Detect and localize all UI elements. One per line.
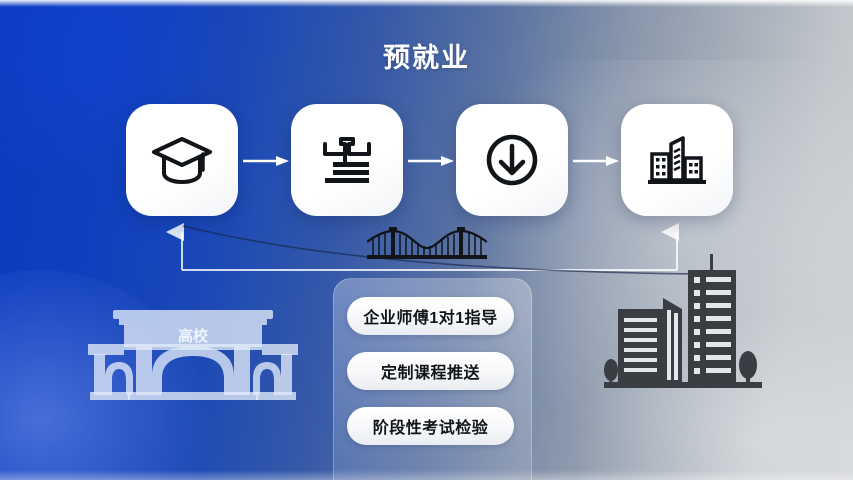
graduation-cap-icon — [152, 137, 212, 184]
step-card-3[interactable] — [456, 104, 568, 216]
step-card-4[interactable] — [621, 104, 733, 216]
suspension-bridge-icon — [367, 227, 487, 259]
gate-sign-text: 高校 — [178, 327, 209, 345]
arrow-right-icon-3 — [573, 156, 619, 166]
university-gate-icon: 高校 — [88, 310, 298, 400]
page-title: 预就业 — [383, 43, 470, 73]
arrow-right-icon-2 — [408, 156, 454, 166]
stamp-document-icon — [323, 137, 371, 183]
city-skyline-icon — [604, 254, 762, 388]
step-card-2[interactable] — [291, 104, 403, 216]
feature-pill-3[interactable]: 阶段性考试检验 — [347, 407, 514, 445]
feature-pill-1[interactable]: 企业师傅1对1指导 — [347, 297, 514, 335]
feature-pill-2[interactable]: 定制课程推送 — [347, 352, 514, 390]
arrow-right-icon-1 — [243, 156, 289, 166]
download-circle-icon — [486, 134, 538, 186]
top-highlight-band — [0, 0, 853, 7]
process-flow — [0, 104, 853, 222]
office-buildings-icon — [648, 136, 706, 184]
step-card-1[interactable] — [126, 104, 238, 216]
